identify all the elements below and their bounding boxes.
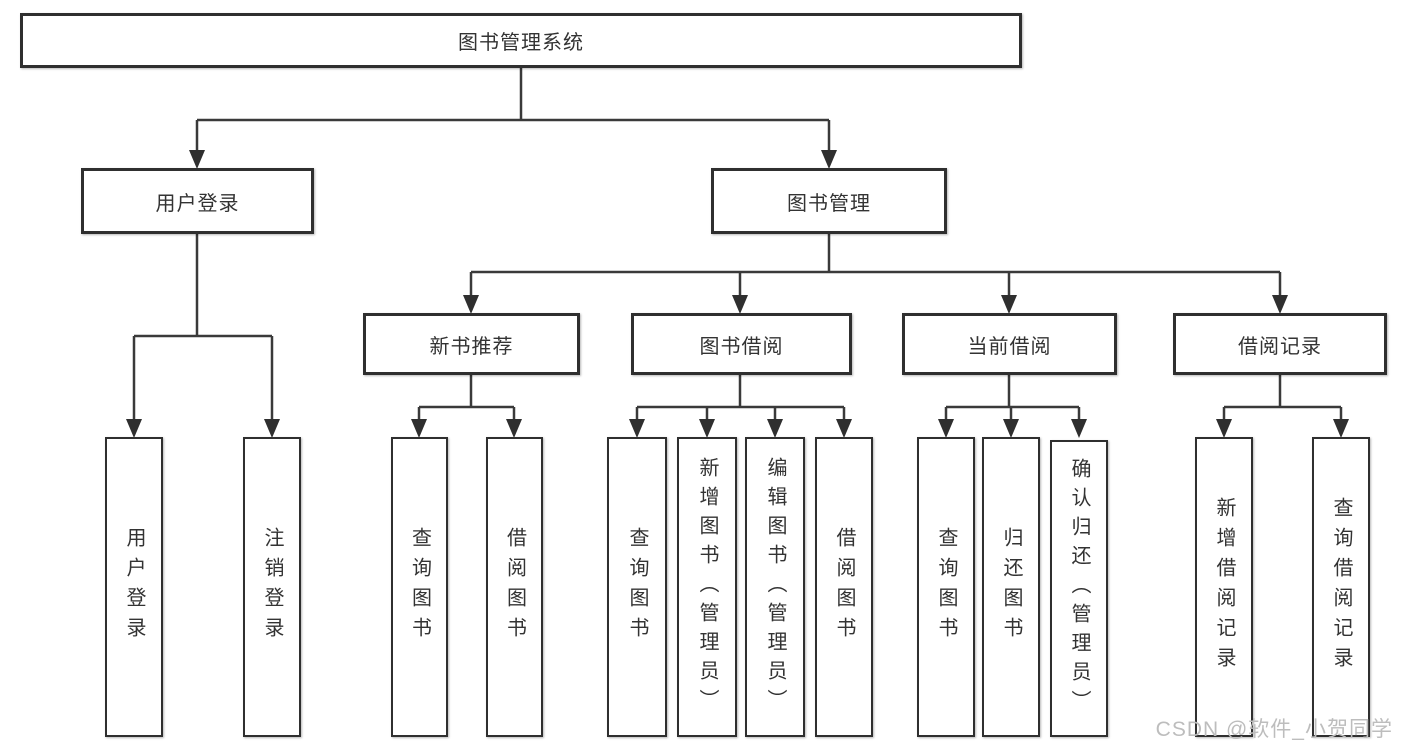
leaf-query-borrow-record-label: 查询借阅记录 — [1330, 497, 1352, 677]
leaf-edit-books-admin: 编辑图书（管理员） — [745, 437, 805, 737]
node-root: 图书管理系统 — [20, 13, 1022, 68]
node-book-borrowing: 图书借阅 — [631, 313, 852, 375]
node-borrowing-records-label: 借阅记录 — [1238, 335, 1322, 358]
leaf-query-borrow-record: 查询借阅记录 — [1312, 437, 1370, 737]
leaf-edit-books-admin-label: 编辑图书（管理员） — [764, 456, 786, 718]
leaf-return-books-label: 归还图书 — [1000, 527, 1022, 647]
leaf-user-login-label: 用户登录 — [123, 527, 145, 647]
leaf-logout-label: 注销登录 — [261, 527, 283, 647]
leaf-user-login: 用户登录 — [105, 437, 163, 737]
node-user-login-label: 用户登录 — [155, 192, 240, 215]
node-root-label: 图书管理系统 — [458, 32, 584, 54]
leaf-current-query-books: 查询图书 — [917, 437, 975, 737]
leaf-confirm-return-admin: 确认归还（管理员） — [1050, 440, 1108, 737]
leaf-add-borrow-record: 新增借阅记录 — [1195, 437, 1253, 737]
watermark-text: CSDN @软件_小贺同学 — [1155, 718, 1393, 741]
leaf-borrow-query-books: 查询图书 — [607, 437, 667, 737]
leaf-add-books-admin-label: 新增图书（管理员） — [696, 456, 718, 718]
node-book-management: 图书管理 — [711, 168, 947, 234]
node-current-borrowing-label: 当前借阅 — [967, 335, 1052, 358]
node-book-borrowing-label: 图书借阅 — [699, 335, 784, 358]
leaf-add-borrow-record-label: 新增借阅记录 — [1213, 497, 1235, 677]
leaf-confirm-return-admin-label: 确认归还（管理员） — [1068, 458, 1090, 719]
leaf-recommend-borrow-books-label: 借阅图书 — [503, 527, 526, 647]
leaf-borrow-query-books-label: 查询图书 — [626, 527, 648, 647]
leaf-recommend-query-books-label: 查询图书 — [408, 527, 431, 647]
leaf-add-books-admin: 新增图书（管理员） — [677, 437, 737, 737]
leaf-borrow-books-label: 借阅图书 — [833, 527, 855, 647]
leaf-recommend-query-books: 查询图书 — [391, 437, 448, 737]
node-new-book-recommend-label: 新书推荐 — [429, 335, 514, 358]
node-new-book-recommend: 新书推荐 — [363, 313, 580, 375]
node-user-login: 用户登录 — [81, 168, 314, 234]
leaf-recommend-borrow-books: 借阅图书 — [486, 437, 543, 737]
leaf-logout: 注销登录 — [243, 437, 301, 737]
node-current-borrowing: 当前借阅 — [902, 313, 1117, 375]
node-book-management-label: 图书管理 — [787, 192, 871, 215]
leaf-current-query-books-label: 查询图书 — [935, 527, 957, 647]
leaf-return-books: 归还图书 — [982, 437, 1040, 737]
leaf-borrow-books: 借阅图书 — [815, 437, 873, 737]
node-borrowing-records: 借阅记录 — [1173, 313, 1387, 375]
